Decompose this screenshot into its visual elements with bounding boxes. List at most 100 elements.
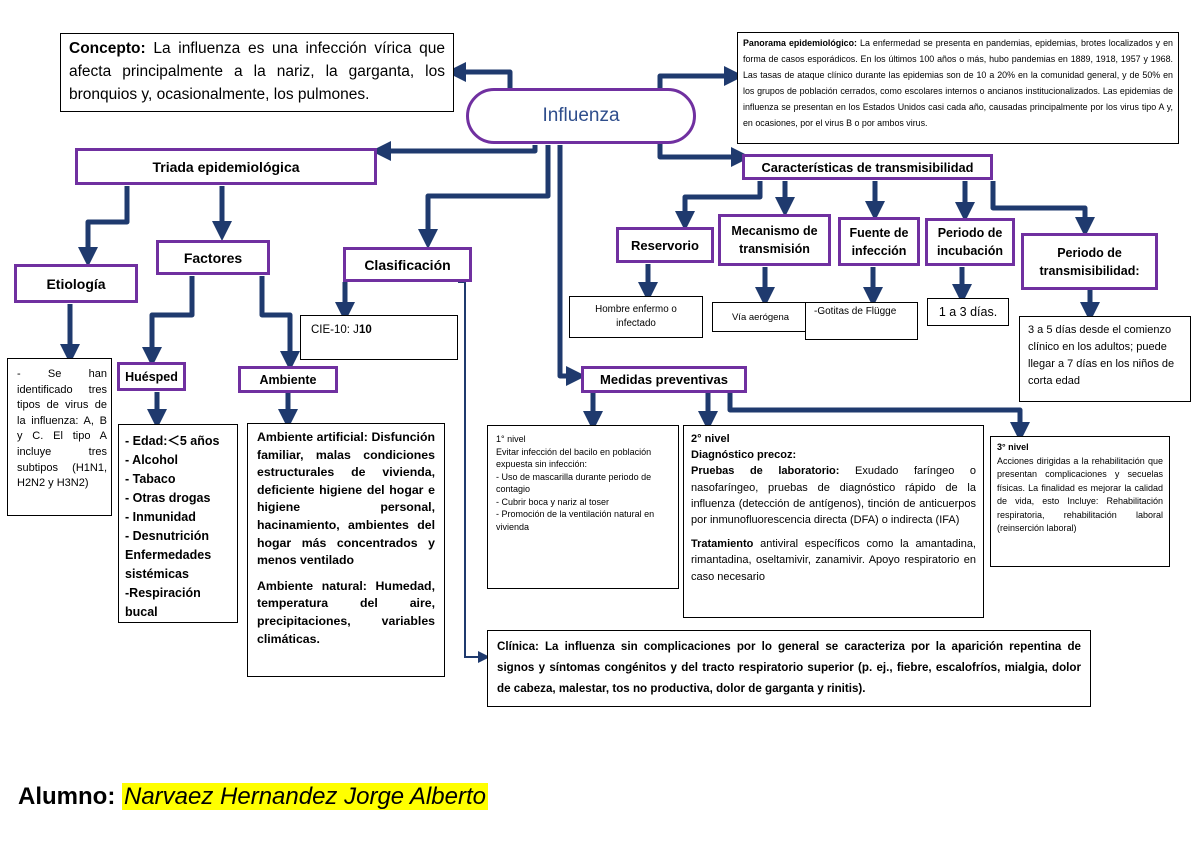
arrow-to-reservorio [675,181,763,231]
medidas-node: Medidas preventivas [581,366,747,393]
fuente-title: Fuente de infección [849,225,909,258]
etiologia-node: Etiología [14,264,138,303]
periodo-trans-text-box: 3 a 5 días desde el comienzo clínico en … [1019,316,1191,402]
central-node-label: Influenza [542,105,620,126]
concept-text: La influenza es una infección vírica que… [69,40,445,103]
nivel2-trat-label: Tratamiento [691,538,754,551]
student-label: Alumno: [18,783,116,810]
concept-box: Concepto: La influenza es una infección … [60,33,454,112]
nivel1-item: Uso de mascarilla durante periodo de con… [496,471,670,496]
arrow-to-etiologia [78,186,130,267]
student-line: Alumno: Narvaez Hernandez Jorge Alberto [18,783,488,811]
ambiente-text-box: Ambiente artificial: Disfunción familiar… [247,423,445,677]
panorama-label: Panorama epidemiológico: [743,38,857,48]
mecanismo-title: Mecanismo de transmisión [731,224,818,256]
huesped-last: -Respiración bucal [125,586,201,619]
nivel2-diag: Diagnóstico precoz: [691,449,797,462]
reservorio-text-box: Hombre enfermo o infectado [569,296,703,338]
clinica-box: Clínica: La influenza sin complicaciones… [487,630,1091,707]
arrow-to-ambiente [259,276,300,371]
arrow-to-triada [371,141,538,161]
nivel2-title: 2° nivel [691,433,730,445]
nivel2-pruebas-label: Pruebas de laboratorio: [691,465,840,478]
etiologia-title: Etiología [46,275,106,292]
huesped-item: Desnutrición [125,527,231,546]
central-node: Influenza [466,88,696,144]
incubacion-node: Periodo de incubación [925,218,1015,266]
arrow-to-clinica [458,281,490,663]
huesped-item: Alcohol [125,451,231,470]
ambiente-title: Ambiente [259,372,317,387]
factores-title: Factores [183,249,243,266]
huesped-list: Edad:＜5 años Alcohol Tabaco Otras drogas… [125,432,231,546]
fuente-node: Fuente de infección [838,217,920,266]
nivel2-trat-text: antiviral específicos como la amantadina… [691,538,976,583]
incubacion-text-box: 1 a 3 días. [927,298,1009,326]
clinica-text: La influenza sin complicaciones por lo g… [497,640,1081,695]
clinica-label: Clínica: [497,640,539,653]
cie-box: CIE-10: J10 [300,315,458,360]
nivel1-title: 1° nivel [496,434,526,444]
periodo-trans-text: 3 a 5 días desde el comienzo clínico en … [1028,324,1175,387]
ambiente-natural-text: Humedad, temperatura del aire, precipita… [257,578,435,646]
huesped-item: Inmunidad [125,508,231,527]
student-name: Narvaez Hernandez Jorge Alberto [121,783,488,810]
fuente-text-box: -Gotitas de Flügge [805,302,918,340]
nivel3-title: 3° nivel [997,442,1029,452]
triada-node: Triada epidemiológica [75,148,377,185]
nivel1-item: Promoción de la ventilación natural en v… [496,508,670,533]
clasificacion-node: Clasificación [343,247,472,282]
ambiente-natural: Ambiente natural: Humedad, temperatura d… [257,578,435,648]
periodo-trans-node: Periodo de transmisibilidad: [1021,233,1158,290]
huesped-list-box: Edad:＜5 años Alcohol Tabaco Otras drogas… [118,424,238,623]
nivel1-list: Uso de mascarilla durante periodo de con… [496,471,670,534]
factores-node: Factores [156,240,270,275]
nivel2-box: 2° nivel Diagnóstico precoz: Pruebas de … [683,425,984,618]
cie-number: 10 [358,324,372,336]
reservorio-text: Hombre enfermo o infectado [595,304,677,329]
incubacion-title: Periodo de incubación [937,226,1003,258]
mecanismo-text-box: Vía aerógena [712,302,809,332]
nivel2-trat: Tratamiento antiviral específicos como l… [691,536,976,585]
arrow-to-periodo-trans [990,181,1095,237]
concept-label: Concepto: [69,40,146,57]
reservorio-node: Reservorio [616,227,714,263]
mecanismo-node: Mecanismo de transmisión [718,214,831,266]
arrow-to-transmision [657,140,751,167]
nivel3-box: 3° nivel Acciones dirigidas a la rehabil… [990,436,1170,567]
mecanismo-text: Vía aerógena [731,311,790,323]
clasificacion-title: Clasificación [364,256,451,273]
transmision-title: Características de transmisibilidad [761,159,974,175]
fuente-text: -Gotitas de Flügge [814,306,897,317]
periodo-trans-title: Periodo de transmisibilidad: [1039,245,1140,278]
panorama-text: La enfermedad se presenta en pandemias, … [743,38,1173,128]
incubacion-text: 1 a 3 días. [938,305,998,319]
cie-label: CIE-10: J [311,324,359,336]
huesped-item: Otras drogas [125,489,231,508]
huesped-title: Huésped [125,369,178,384]
arrow-to-clasificacion [418,145,551,249]
arrow-to-concepto [446,62,513,88]
huesped-extra: Enfermedades sistémicas [125,548,212,581]
medidas-title: Medidas preventivas [600,372,728,387]
arrow-to-nivel3 [727,393,1030,442]
huesped-node: Huésped [117,362,186,391]
arrow-to-huesped [142,276,195,367]
etiologia-text: - Se han identificado tres tipos de viru… [17,368,107,490]
huesped-item: Tabaco [125,470,231,489]
huesped-item: Edad:＜5 años [125,432,231,451]
nivel1-intro: Evitar infección del bacilo en población… [496,446,652,470]
ambiente-artificial: Ambiente artificial: Disfunción familiar… [257,429,435,570]
nivel2-pruebas-text: Exudado faríngeo o nasofaríngeo, pruebas… [691,465,976,527]
transmision-node: Características de transmisibilidad [742,154,993,180]
reservorio-title: Reservorio [631,237,699,253]
nivel1-box: 1° nivel Evitar infección del bacilo en … [487,425,679,589]
nivel2-pruebas: Pruebas de laboratorio: Exudado faríngeo… [691,463,976,528]
ambiente-node: Ambiente [238,366,338,393]
ambiente-artificial-text: Disfunción familiar, malas condiciones e… [257,430,436,568]
nivel1-item: Cubrir boca y nariz al toser [496,496,670,509]
ambiente-natural-label: Ambiente natural: [257,578,367,593]
panorama-box: Panorama epidemiológico: La enfermedad s… [737,32,1179,144]
etiologia-text-box: - Se han identificado tres tipos de viru… [7,358,112,516]
